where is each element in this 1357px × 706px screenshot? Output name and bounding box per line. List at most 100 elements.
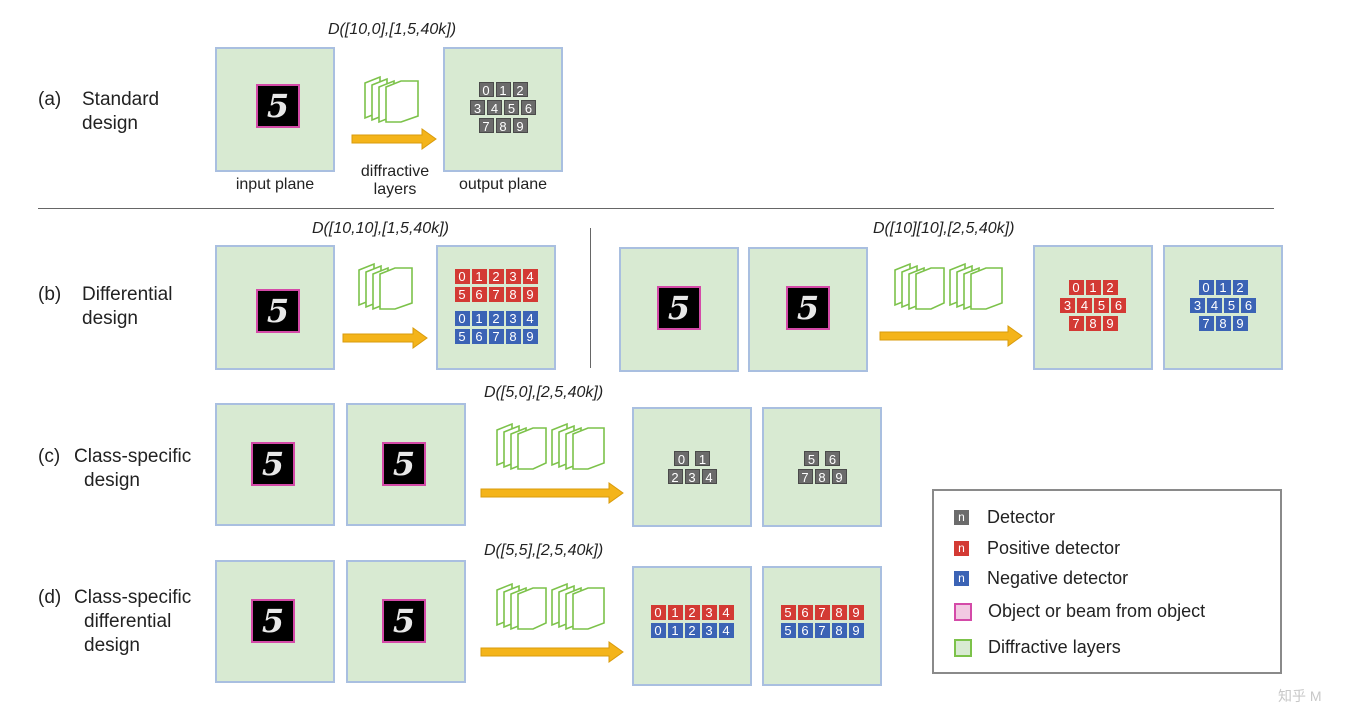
config-d: D([5,5],[2,5,40k]) [484, 542, 604, 559]
positive-detector: 6 [1111, 298, 1126, 313]
detector: 5 [504, 100, 519, 116]
object-digit: 5 [251, 442, 295, 486]
detector: 2 [512, 82, 528, 98]
positive-detector: 7 [814, 605, 830, 620]
positive-detector: 1 [471, 269, 487, 284]
forward-arrow [480, 641, 624, 663]
detector: 7 [797, 469, 813, 485]
negative-detector: 4 [1207, 298, 1222, 313]
negative-detector: 1 [1215, 280, 1231, 295]
detector: 9 [831, 469, 847, 485]
object-digit: 5 [657, 286, 701, 330]
positive-detector: 2 [1102, 280, 1118, 295]
forward-arrow [351, 128, 437, 150]
detector-swatch: n [954, 510, 969, 525]
negative-detector: 9 [848, 623, 864, 638]
detector: 6 [825, 451, 840, 467]
negative-detector: 5 [1224, 298, 1239, 313]
input-plane: 5 [346, 403, 466, 526]
input-plane: 5 [619, 247, 739, 372]
layers-swatch [954, 638, 972, 657]
config-c: D([5,0],[2,5,40k]) [484, 384, 604, 401]
object-digit: 5 [786, 286, 830, 330]
config-b-left: D([10,10],[1,5,40k]) [312, 220, 449, 237]
input-plane: 5 [748, 247, 868, 372]
negative-detector: 4 [718, 623, 734, 638]
positive-detector: 7 [488, 287, 504, 302]
watermark: 知乎 M [1278, 688, 1322, 704]
legend-positive: n Positive detector [954, 538, 1120, 559]
positive-detector: 1 [667, 605, 683, 620]
positive-detector: 4 [522, 269, 538, 284]
positive-detector: 3 [701, 605, 717, 620]
negative-detector: 0 [454, 311, 470, 326]
positive-detector: 7 [1068, 316, 1084, 331]
positive-detector: 5 [780, 605, 796, 620]
detector: 1 [495, 82, 511, 98]
positive-detector: 9 [1102, 316, 1118, 331]
negative-detector: 3 [1190, 298, 1205, 313]
row-divider [38, 208, 1274, 209]
positive-detector: 3 [505, 269, 521, 284]
legend-layers: Diffractive layers [954, 637, 1121, 658]
object-swatch [954, 602, 972, 621]
caption-input-plane: input plane [235, 176, 315, 193]
input-plane: 5 [215, 47, 335, 172]
object-digit: 5 [256, 84, 300, 128]
detector: 1 [695, 451, 710, 467]
negative-detector: 4 [522, 311, 538, 326]
row-d-name: Class-specific differential design [74, 587, 192, 656]
detector: 0 [478, 82, 494, 98]
legend: n Detector n Positive detector n Negativ… [932, 489, 1282, 674]
negative-detector: 7 [488, 329, 504, 344]
caption-output-plane: output plane [458, 176, 548, 193]
negative-detector: 6 [1241, 298, 1256, 313]
negative-detector: 0 [1198, 280, 1214, 295]
negative-detector: 2 [684, 623, 700, 638]
detector: 5 [804, 451, 819, 467]
positive-detector: 0 [454, 269, 470, 284]
positive-detector: 0 [1068, 280, 1084, 295]
input-plane: 5 [346, 560, 466, 683]
negative-detector: 3 [701, 623, 717, 638]
diffractive-layers-icon [364, 75, 419, 124]
positive-detector: 6 [471, 287, 487, 302]
config-a: D([10,0],[1,5,40k]) [328, 21, 457, 38]
detector: 3 [684, 469, 700, 485]
object-digit: 5 [251, 599, 295, 643]
negative-detector: 8 [831, 623, 847, 638]
detector: 4 [487, 100, 502, 116]
positive-detector: 9 [522, 287, 538, 302]
positive-detector: 5 [454, 287, 470, 302]
input-plane: 5 [215, 403, 335, 526]
config-b-right: D([10][10],[2,5,40k]) [873, 220, 1015, 237]
negative-detector: 5 [780, 623, 796, 638]
diffractive-layers-icon [894, 262, 1003, 311]
positive-detector: 3 [1060, 298, 1075, 313]
negative-swatch: n [954, 571, 969, 586]
negative-detector: 9 [1232, 316, 1248, 331]
positive-detector: 2 [488, 269, 504, 284]
detector: 0 [674, 451, 689, 467]
object-digit: 5 [256, 289, 300, 333]
object-digit: 5 [382, 599, 426, 643]
forward-arrow [480, 482, 624, 504]
negative-detector: 2 [488, 311, 504, 326]
negative-detector: 8 [505, 329, 521, 344]
detector: 7 [478, 118, 494, 134]
